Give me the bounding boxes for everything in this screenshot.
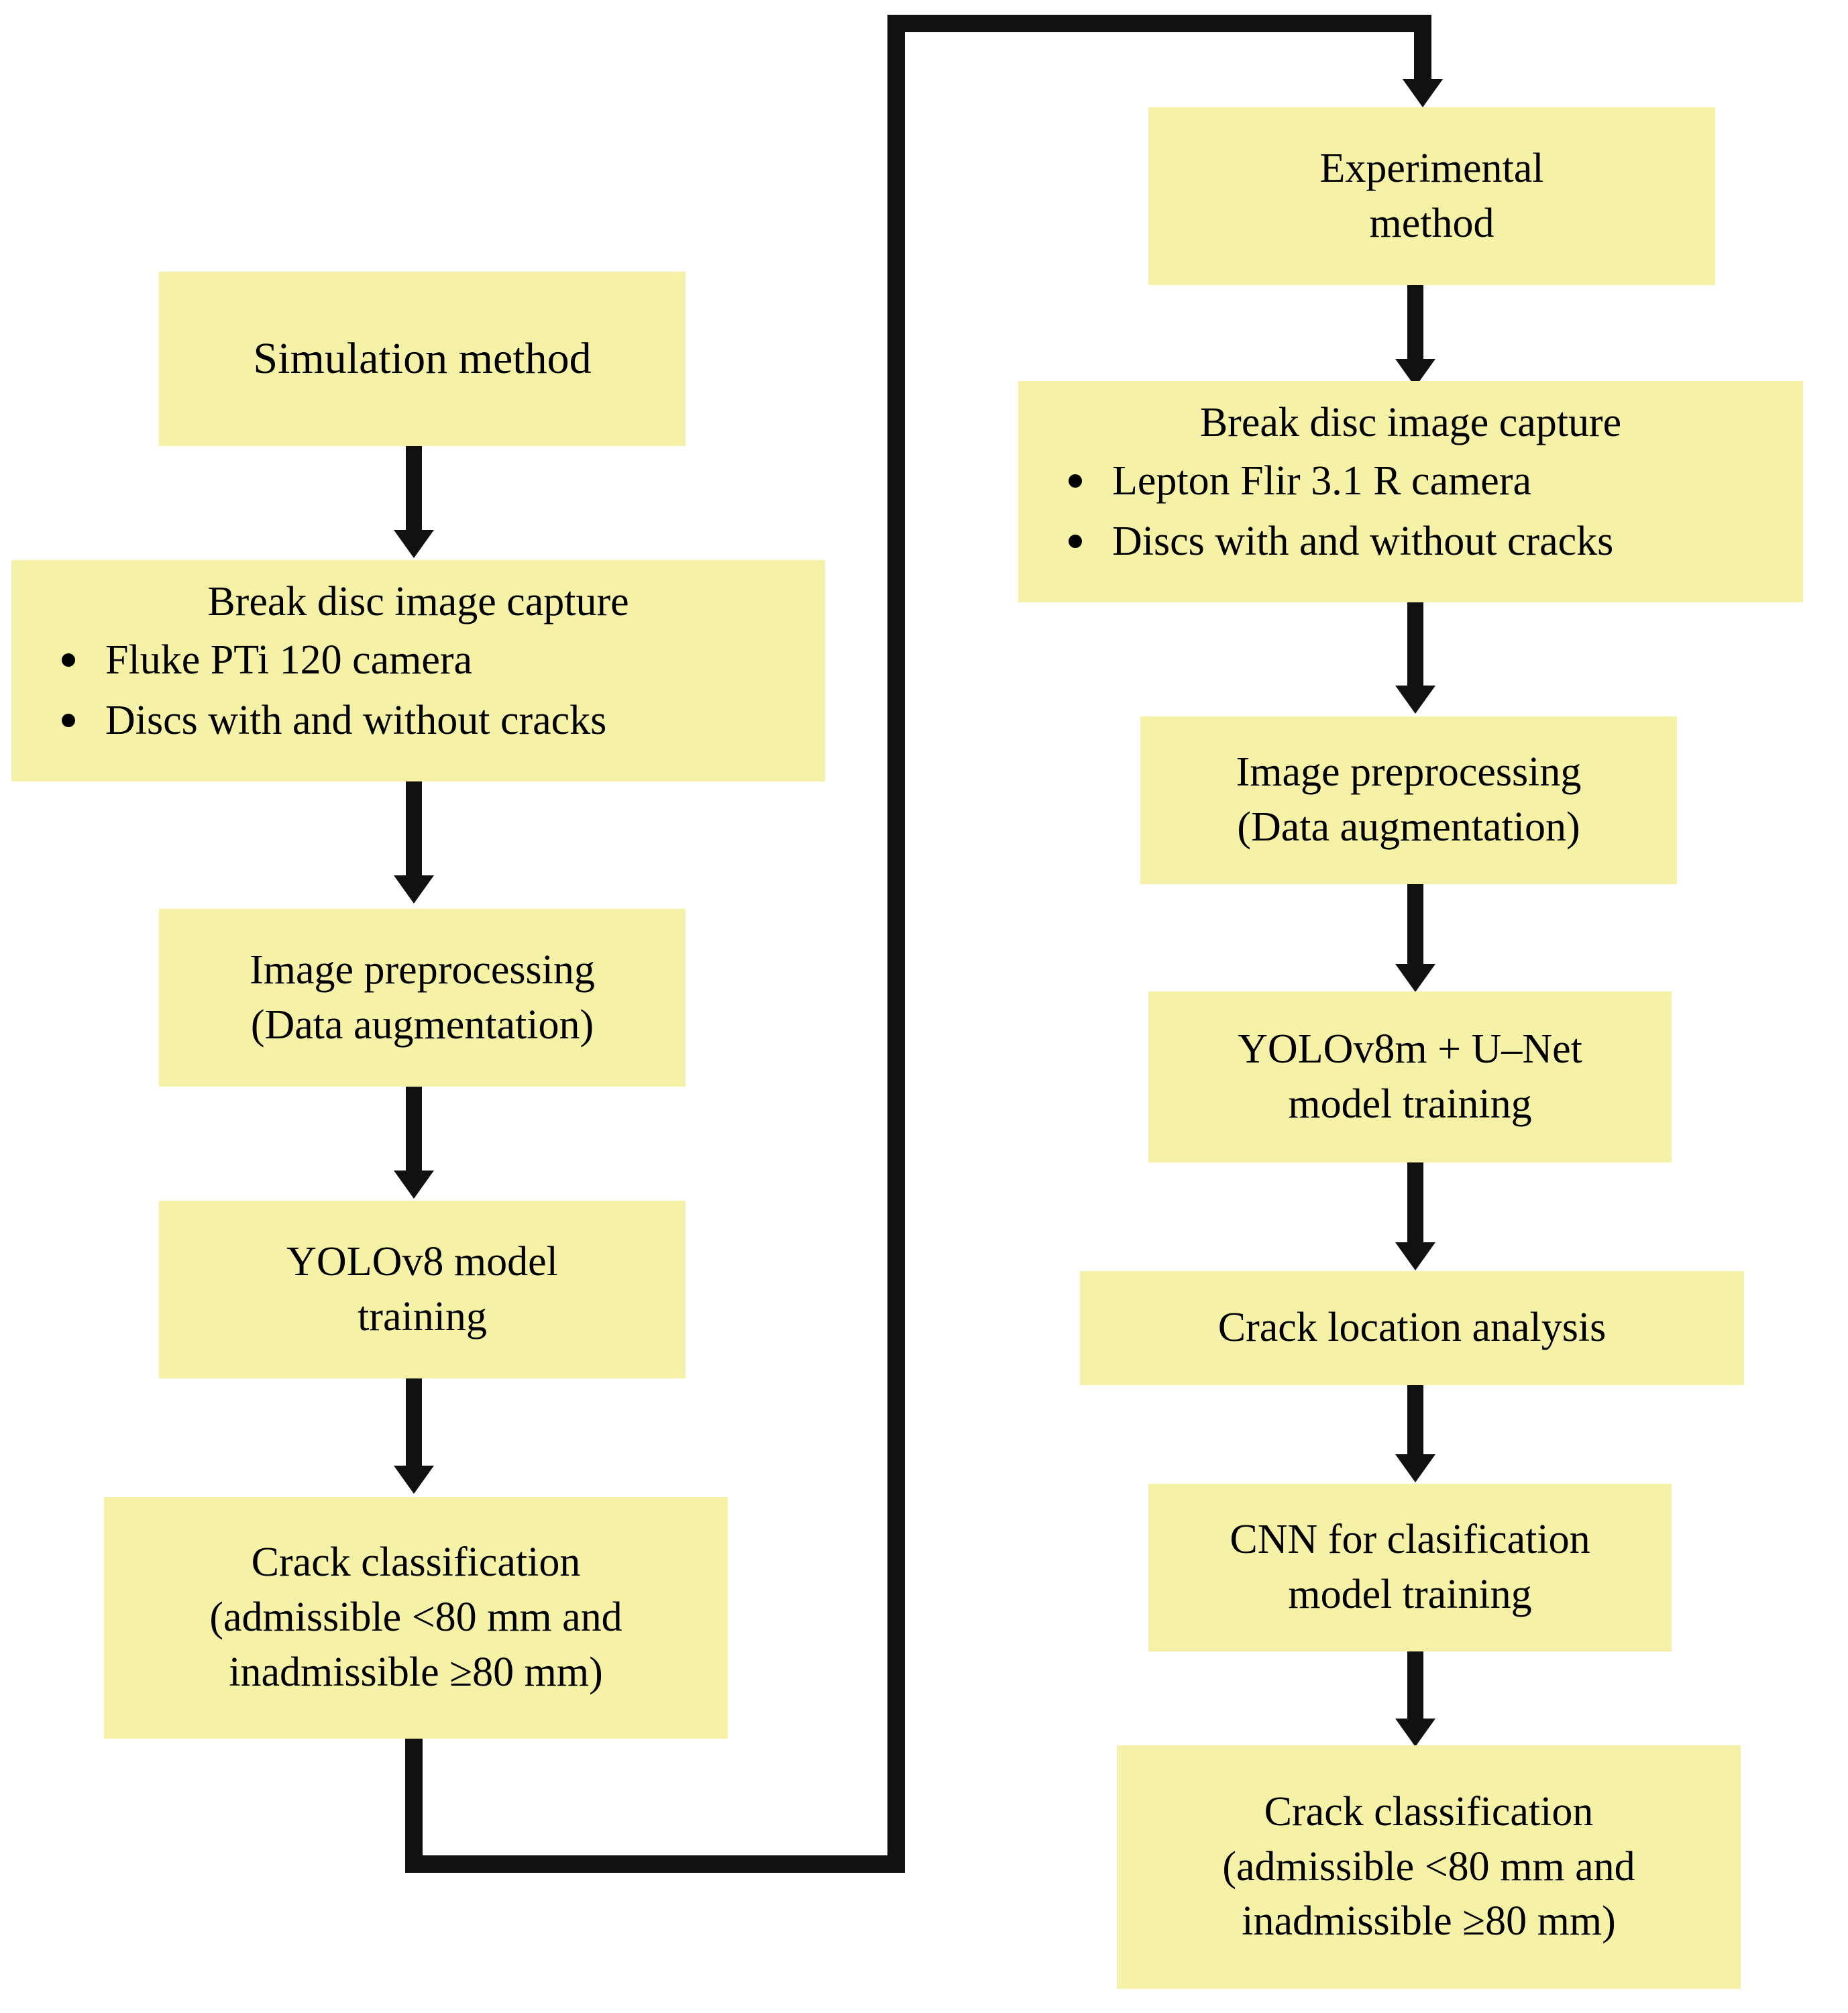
connector-sim-to-capture-arrowhead — [394, 530, 434, 558]
node-exp-image-capture[interactable]: Break disc image capture Lepton Flir 3.1… — [1018, 381, 1803, 602]
bullet-icon — [62, 713, 75, 727]
node-bullet-list: Lepton Flir 3.1 R camera Discs with and … — [1038, 451, 1783, 572]
connector-branch-link-top — [887, 15, 1431, 32]
node-sim-image-capture[interactable]: Break disc image capture Fluke PTi 120 c… — [11, 560, 825, 781]
connector-branch-link-up — [887, 15, 905, 1873]
node-line: Crack classification — [251, 1539, 581, 1586]
connector-branch-link-arrowhead — [1403, 79, 1443, 107]
node-exp-cnn-training[interactable]: CNN for clasification model training — [1148, 1484, 1672, 1651]
list-item: Discs with and without cracks — [1038, 511, 1783, 572]
connector-sim-to-capture-stem — [406, 446, 422, 533]
node-experimental-method[interactable]: Experimental method — [1148, 107, 1715, 285]
connector-exp-training-to-location-stem — [1407, 1162, 1423, 1246]
node-line: CNN for clasification — [1230, 1517, 1590, 1563]
connector-exp-location-to-cnn-stem — [1407, 1385, 1423, 1459]
node-line: YOLOv8m + U–Net — [1238, 1026, 1582, 1072]
node-line: training — [358, 1293, 487, 1340]
connector-training-to-classification-arrowhead — [394, 1466, 434, 1494]
list-item: Fluke PTi 120 camera — [32, 630, 805, 690]
node-line: method — [1369, 200, 1494, 246]
node-line: (admissible <80 mm and — [1222, 1843, 1635, 1890]
connector-branch-link-down — [405, 1739, 423, 1873]
node-line: Crack location analysis — [1217, 1305, 1607, 1351]
node-exp-model-training[interactable]: YOLOv8m + U–Net model training — [1148, 991, 1672, 1162]
node-exp-preprocessing[interactable]: Image preprocessing (Data augmentation) — [1140, 716, 1677, 884]
connector-exp-capture-to-preprocessing-arrowhead — [1395, 686, 1435, 714]
node-line: model training — [1288, 1081, 1532, 1127]
list-item-label: Fluke PTi 120 camera — [105, 637, 473, 683]
bullet-icon — [1069, 534, 1082, 548]
bullet-icon — [1069, 474, 1082, 488]
connector-preprocessing-to-training-stem — [406, 1087, 422, 1174]
node-line: Experimental — [1319, 145, 1544, 191]
node-simulation-method[interactable]: Simulation method — [159, 272, 686, 446]
node-sim-crack-classification[interactable]: Crack classification (admissible <80 mm … — [104, 1497, 728, 1739]
connector-exp-cnn-to-classification-arrowhead — [1395, 1719, 1435, 1747]
connector-branch-link-into-experimental — [1414, 15, 1431, 85]
node-line: (Data augmentation) — [250, 1001, 594, 1048]
node-line: Image preprocessing — [1236, 749, 1582, 796]
connector-training-to-classification-stem — [406, 1378, 422, 1469]
list-item-label: Discs with and without cracks — [1112, 518, 1614, 564]
node-line: inadmissible ≥80 mm) — [229, 1649, 603, 1695]
connector-exp-cnn-to-classification-stem — [1407, 1651, 1423, 1722]
connector-preprocessing-to-training-arrowhead — [394, 1171, 434, 1199]
connector-exp-location-to-cnn-arrowhead — [1395, 1454, 1435, 1482]
connector-exp-training-to-location-arrowhead — [1395, 1242, 1435, 1270]
connector-capture-to-preprocessing-stem — [406, 781, 422, 879]
node-line: model training — [1288, 1572, 1532, 1617]
node-line: YOLOv8 model — [286, 1238, 558, 1285]
list-item: Discs with and without cracks — [32, 690, 805, 751]
node-line: (admissible <80 mm and — [209, 1594, 622, 1641]
node-heading: Break disc image capture — [1199, 400, 1622, 445]
node-bullet-list: Fluke PTi 120 camera Discs with and with… — [32, 630, 805, 751]
bullet-icon — [62, 653, 75, 667]
node-line: inadmissible ≥80 mm) — [1242, 1898, 1616, 1945]
node-line: Crack classification — [1264, 1788, 1594, 1835]
node-line: Image preprocessing — [250, 946, 595, 993]
node-line: Simulation method — [253, 334, 592, 384]
connector-exp-method-to-capture-stem — [1407, 285, 1423, 362]
node-exp-crack-classification[interactable]: Crack classification (admissible <80 mm … — [1117, 1745, 1741, 1989]
connector-branch-link-right — [405, 1855, 905, 1873]
connector-exp-preprocessing-to-training-arrowhead — [1395, 964, 1435, 992]
node-sim-model-training[interactable]: YOLOv8 model training — [159, 1201, 686, 1378]
connector-capture-to-preprocessing-arrowhead — [394, 875, 434, 904]
connector-exp-preprocessing-to-training-stem — [1407, 884, 1423, 968]
list-item: Lepton Flir 3.1 R camera — [1038, 451, 1783, 511]
node-exp-crack-location[interactable]: Crack location analysis — [1080, 1271, 1744, 1385]
node-sim-preprocessing[interactable]: Image preprocessing (Data augmentation) — [159, 909, 686, 1087]
node-line: (Data augmentation) — [1237, 804, 1580, 850]
node-heading: Break disc image capture — [207, 579, 629, 624]
list-item-label: Lepton Flir 3.1 R camera — [1112, 457, 1531, 504]
connector-exp-capture-to-preprocessing-stem — [1407, 602, 1423, 690]
list-item-label: Discs with and without cracks — [105, 697, 607, 743]
